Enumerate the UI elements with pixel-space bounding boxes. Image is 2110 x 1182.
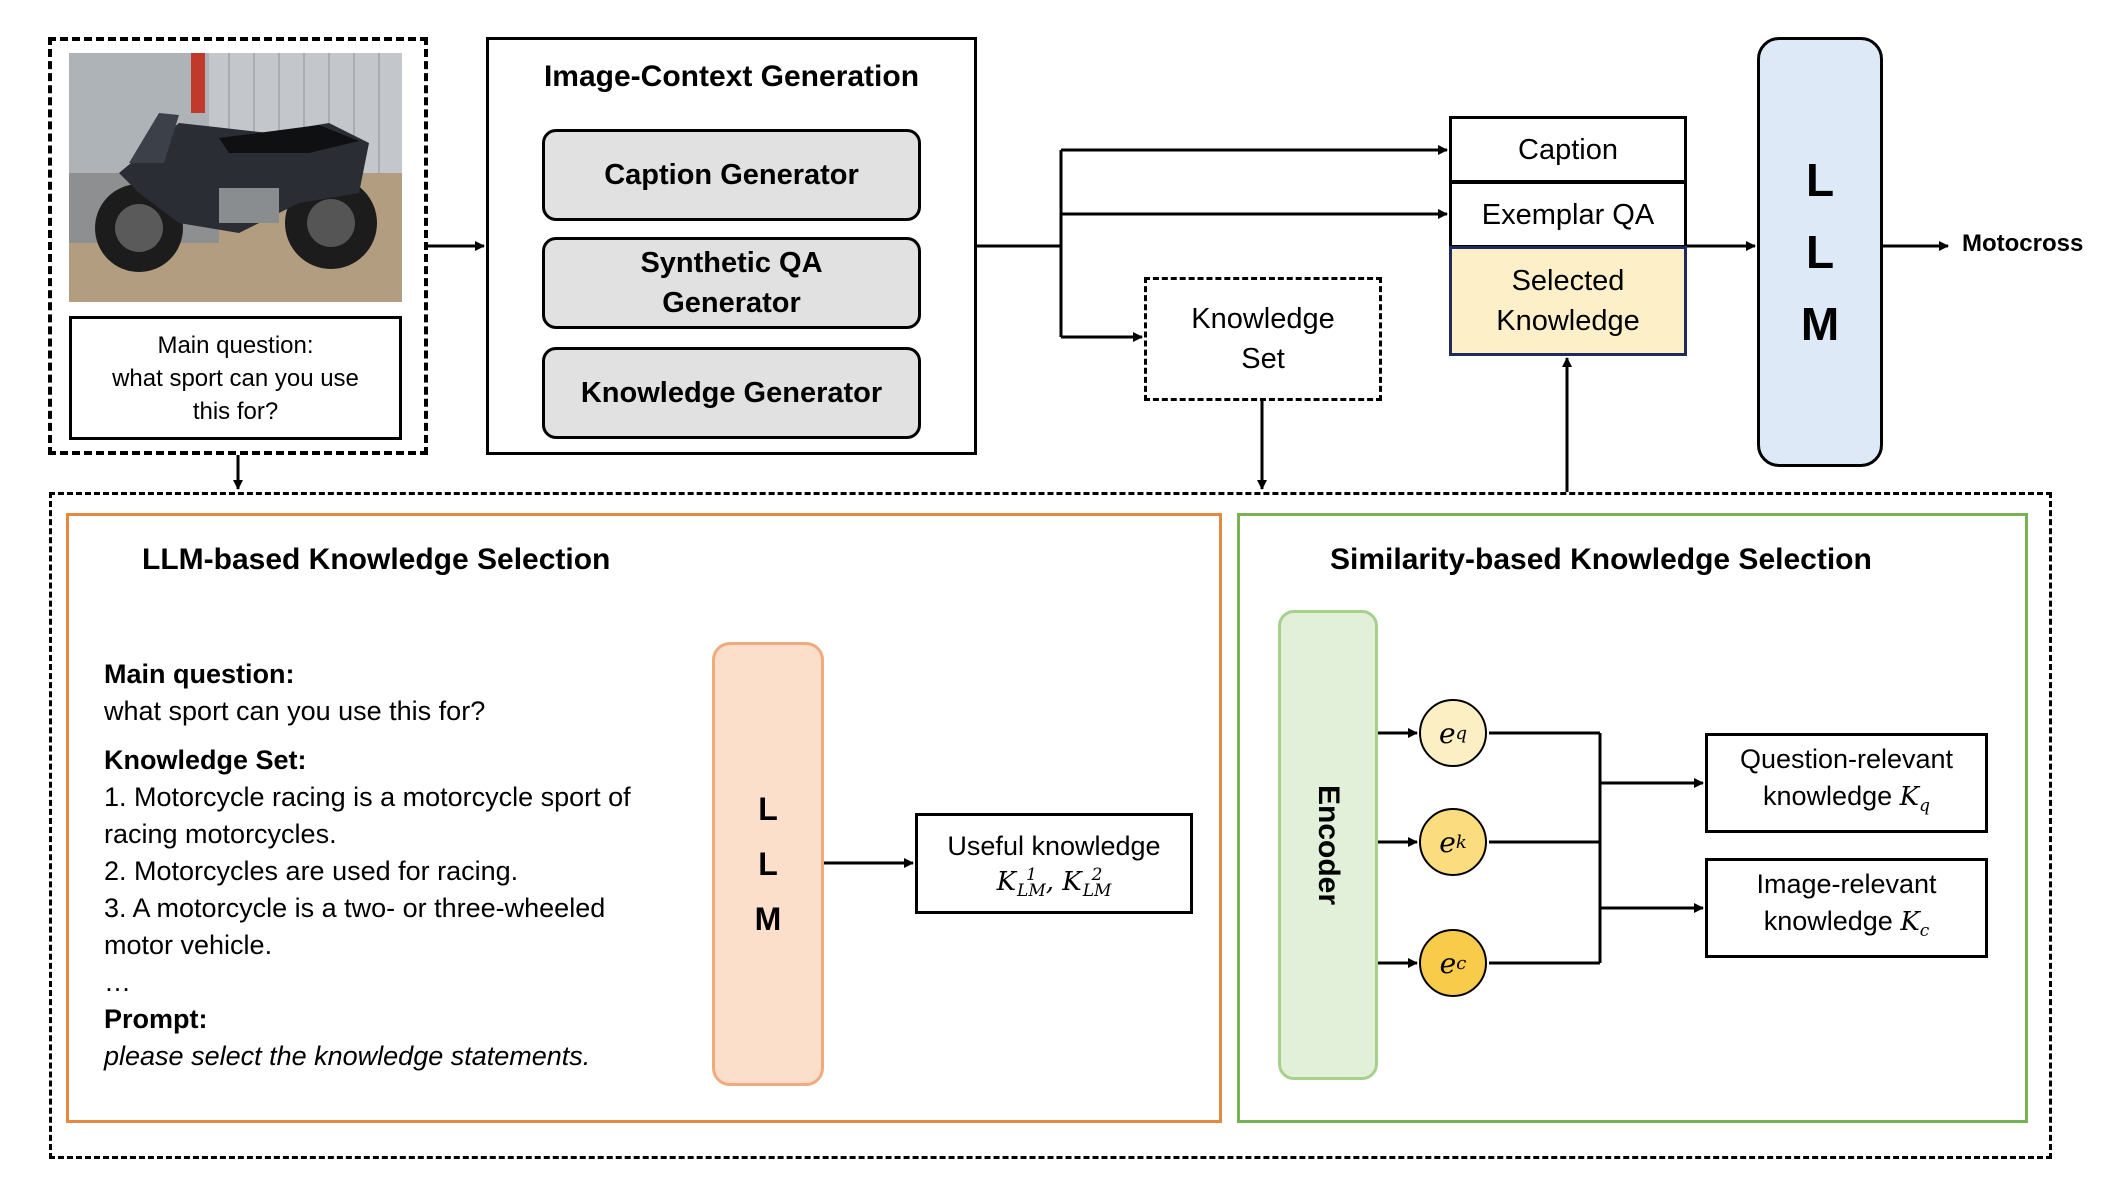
- llm-main-letter-1: L: [1805, 154, 1835, 206]
- knowledge-set-label: Knowledge Set:: [104, 745, 307, 775]
- knowledge-set-box: Knowledge Set: [1144, 277, 1382, 401]
- input-panel: [48, 37, 428, 455]
- image-context-generation-title: Image-Context Generation: [543, 60, 920, 93]
- prompt-label: Prompt:: [104, 1004, 208, 1034]
- main-question-box: Main question: what sport can you use th…: [69, 316, 402, 440]
- context-exemplar-qa: Exemplar QA: [1449, 181, 1687, 248]
- prompt-text: please select the knowledge statements.: [104, 1041, 591, 1071]
- similarity-selection-title: Similarity-based Knowledge Selection: [1330, 543, 1872, 576]
- llm-prompt-text: Main question: what sport can you use th…: [104, 656, 684, 1075]
- knowledge-item-1-line-2: racing motorcycles.: [104, 819, 337, 849]
- knowledge-item-1-line-1: 1. Motorcycle racing is a motorcycle spo…: [104, 782, 631, 812]
- context-selected-knowledge: Selected Knowledge: [1449, 246, 1687, 356]
- question-relevant-line-2: knowledge Kq: [1763, 780, 1930, 817]
- caption-generator: Caption Generator: [542, 129, 921, 221]
- knowledge-set-line-2: Set: [1241, 343, 1285, 375]
- question-relevant-knowledge: Question-relevant knowledge Kq: [1705, 733, 1988, 833]
- selected-line-1: Selected: [1511, 265, 1625, 297]
- context-caption: Caption: [1449, 116, 1687, 183]
- ellipsis: …: [104, 967, 131, 997]
- llm-small-letter-2: L: [758, 845, 778, 882]
- similarity-selection-panel: [1237, 513, 2028, 1123]
- useful-knowledge-label: Useful knowledge: [947, 830, 1161, 861]
- main-question-text: what sport can you use this for?: [104, 696, 486, 726]
- encoder-block: Encoder: [1278, 610, 1378, 1080]
- llm-selection-title: LLM-based Knowledge Selection: [142, 543, 611, 576]
- selected-line-2: Knowledge: [1496, 305, 1640, 337]
- image-context-generation-box: [486, 37, 977, 455]
- llm-selection-panel: [66, 513, 1222, 1123]
- llm-main-letter-3: M: [1800, 298, 1840, 350]
- motorcycle-photo: [69, 53, 402, 302]
- llm-main-letter-2: L: [1805, 226, 1835, 278]
- llm-small-letter-1: L: [758, 790, 778, 827]
- answer-text: Motocross: [1962, 230, 2084, 257]
- question-relevant-line-1: Question-relevant: [1739, 743, 1954, 774]
- question-label: Main question:: [157, 331, 314, 359]
- llm-selector-block: L L M: [712, 642, 824, 1086]
- image-relevant-line-2: knowledge Kc: [1763, 905, 1930, 942]
- image-relevant-knowledge: Image-relevant knowledge Kc: [1705, 858, 1988, 958]
- image-relevant-line-1: Image-relevant: [1756, 868, 1937, 899]
- knowledge-item-2: 2. Motorcycles are used for racing.: [104, 856, 519, 886]
- llm-small-letter-3: M: [754, 900, 782, 937]
- main-question-label: Main question:: [104, 659, 295, 689]
- knowledge-selection-container: [49, 492, 2052, 1159]
- encoder-label: Encoder: [1312, 784, 1345, 906]
- knowledge-set-line-1: Knowledge: [1191, 303, 1335, 335]
- question-line-2: this for?: [192, 397, 279, 425]
- synthetic-qa-generator: Synthetic QA Generator: [542, 237, 921, 329]
- llm-main-block: L L M: [1757, 37, 1883, 467]
- synthetic-qa-line-1: Synthetic QA: [640, 247, 823, 279]
- knowledge-generator: Knowledge Generator: [542, 347, 921, 439]
- question-line-1: what sport can you use: [112, 364, 359, 392]
- knowledge-item-3-line-1: 3. A motorcycle is a two- or three-wheel…: [104, 893, 606, 923]
- knowledge-item-3-line-2: motor vehicle.: [104, 930, 273, 960]
- synthetic-qa-line-2: Generator: [662, 287, 801, 319]
